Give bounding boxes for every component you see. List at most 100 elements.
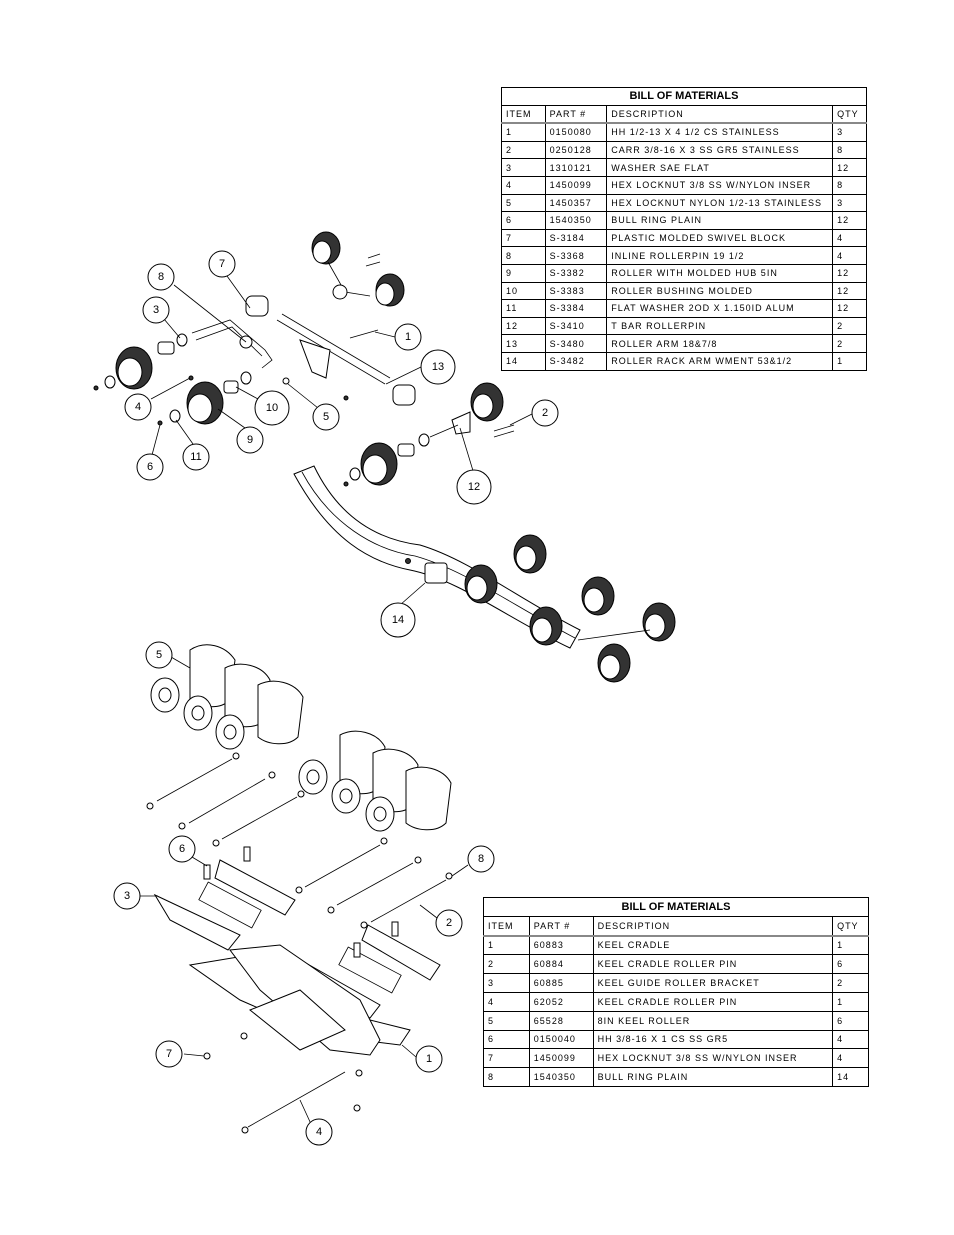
cell-qty: 12 [832,281,867,301]
bom-title: BILL OF MATERIALS [483,897,869,917]
svg-text:7: 7 [166,1048,172,1060]
roller-left [93,333,188,391]
svg-text:3: 3 [153,304,159,316]
cell-description: INLINE ROLLERPIN 19 1/2 [606,246,834,265]
cell-description: KEEL GUIDE ROLLER BRACKET [592,973,834,993]
svg-text:1: 1 [405,331,411,343]
col-part: PART # [528,915,594,937]
balloon-upper-6: 6 [136,453,164,481]
bill-of-materials-upper: BILL OF MATERIALS ITEM PART # DESCRIPTIO… [501,87,867,371]
balloon-upper-10: 10 [254,390,290,426]
cell-item: 5 [501,193,546,213]
svg-text:8: 8 [478,853,484,865]
cell-description: T BAR ROLLERPIN [606,316,834,336]
svg-text:13: 13 [432,361,444,373]
upper-assembly [93,231,676,683]
balloon-upper-7: 7 [208,250,236,278]
cell-description: ROLLER BUSHING MOLDED [606,281,834,301]
cell-part: 0150080 [544,122,608,142]
roller-arm [276,313,416,406]
cell-part: 62052 [528,991,594,1012]
svg-text:7: 7 [219,258,225,270]
cell-item: 9 [501,263,546,283]
svg-text:5: 5 [323,411,329,423]
cell-part: S-3382 [544,263,608,283]
cell-qty: 4 [832,1029,869,1050]
cell-description: WASHER SAE FLAT [606,158,834,177]
bom-header-row: ITEM PART # DESCRIPTION QTY [501,104,867,125]
svg-text:6: 6 [179,843,185,855]
col-description: DESCRIPTION [592,915,834,937]
cell-description: BULL RING PLAIN [606,211,834,230]
cell-description: HEX LOCKNUT NYLON 1/2-13 STAINLESS [606,193,834,213]
cell-part: 0150040 [528,1029,594,1050]
cell-qty: 4 [832,1048,869,1069]
svg-text:1: 1 [426,1053,432,1065]
keel-roller-pins [146,752,453,929]
balloon-upper-13: 13 [420,349,456,385]
cell-part: 60885 [528,973,594,993]
cell-item: 7 [501,228,546,248]
svg-text:6: 6 [147,461,153,473]
cell-description: 8IN KEEL ROLLER [592,1010,834,1031]
svg-text:4: 4 [316,1126,322,1138]
keel-rollers-middle [298,730,452,832]
cell-qty: 3 [832,122,867,142]
cell-item: 7 [483,1048,530,1069]
cell-item: 5 [483,1010,530,1031]
cell-item: 6 [483,1029,530,1050]
balloon-upper-3: 3 [142,296,170,324]
svg-text:9: 9 [247,434,253,446]
cell-item: 4 [501,175,546,195]
cell-part: 60884 [528,954,594,975]
cell-qty: 12 [832,211,867,230]
col-item: ITEM [501,104,546,125]
cell-qty: 4 [832,228,867,248]
svg-text:4: 4 [135,401,141,413]
balloon-upper-4: 4 [124,393,152,421]
cell-qty: 1 [832,935,869,956]
cell-description: BULL RING PLAIN [592,1067,834,1087]
cell-description: KEEL CRADLE ROLLER PIN [592,991,834,1012]
balloon-lower-7: 7 [155,1040,183,1068]
cell-item: 2 [501,140,546,160]
col-part: PART # [544,104,608,125]
cell-part: 1310121 [544,158,608,177]
swivel-block [245,295,269,317]
cell-item: 12 [501,316,546,336]
balloon-upper-8: 8 [147,263,175,291]
cell-part: S-3384 [544,299,608,318]
cell-part: S-3480 [544,334,608,353]
cell-description: FLAT WASHER 2OD X 1.150ID ALUM [606,299,834,318]
balloon-upper-5: 5 [312,403,340,431]
cell-part: S-3368 [544,246,608,265]
cell-item: 1 [501,122,546,142]
balloon-lower-6: 6 [168,835,196,863]
cell-item: 13 [501,334,546,353]
cell-description: HH 3/8-16 X 1 CS SS GR5 [592,1029,834,1050]
bom-header-row: ITEM PART # DESCRIPTION QTY [483,915,869,937]
cell-part: 1450099 [528,1048,594,1069]
bom-title: BILL OF MATERIALS [501,87,867,106]
cell-item: 14 [501,351,546,371]
balloon-lower-3: 3 [113,882,141,910]
cell-description: ROLLER WITH MOLDED HUB 5IN [606,263,834,283]
cell-part: 60883 [528,935,594,956]
cell-part: 1540350 [528,1067,594,1087]
svg-text:10: 10 [266,402,278,414]
col-qty: QTY [832,915,869,937]
